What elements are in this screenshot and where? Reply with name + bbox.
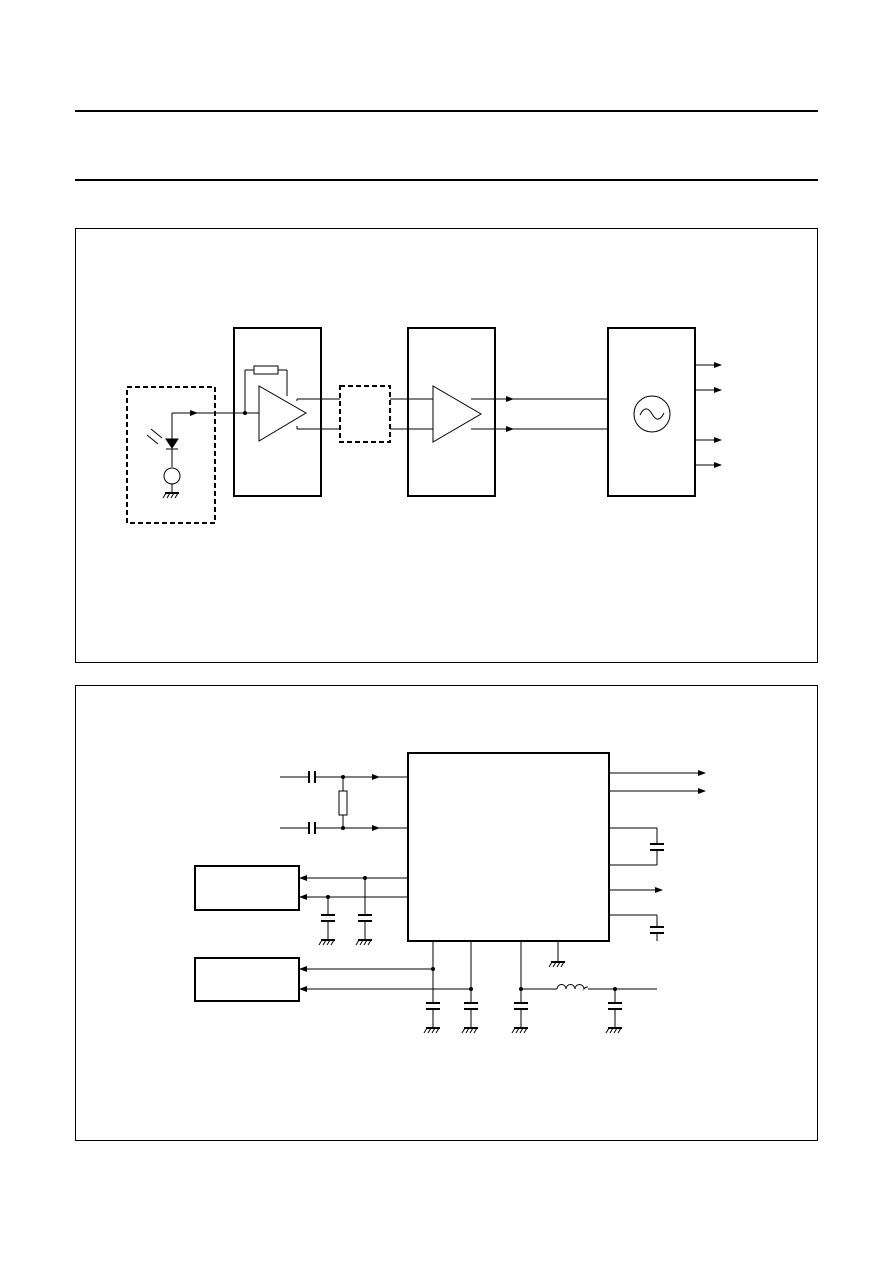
side-block-upper	[194, 865, 300, 911]
amplifier-icon	[258, 385, 307, 442]
block-diagram-svg	[126, 327, 722, 524]
ground-icon	[548, 961, 566, 968]
main-ic-block	[407, 752, 610, 942]
figure-2-application-diagram	[75, 685, 818, 1141]
decoupling-capacitor-icon	[357, 914, 373, 922]
header-rule-top	[75, 110, 818, 112]
ground-icon	[162, 492, 179, 499]
inductor-icon	[556, 984, 589, 991]
ground-icon	[318, 939, 336, 946]
figure-1-block-diagram	[75, 228, 818, 663]
amplifier-icon	[432, 385, 482, 443]
clock-data-recovery-block	[607, 327, 722, 497]
photodiode-icon	[146, 413, 181, 499]
feedback-resistor-icon	[253, 365, 279, 375]
capacitor-icon	[649, 926, 665, 934]
decoupling-capacitor-icon	[607, 1002, 623, 1010]
differential-input	[280, 771, 408, 834]
oscillator-icon	[633, 395, 671, 433]
ground-icon	[605, 1027, 623, 1034]
ground-icon	[461, 1027, 479, 1034]
decoupling-capacitor-icon	[513, 1002, 529, 1010]
filter-block	[339, 385, 391, 443]
application-diagram-svg	[194, 752, 706, 1034]
decoupling-capacitor-icon	[425, 1002, 441, 1010]
post-amplifier-block	[407, 327, 514, 497]
termination-resistor-icon	[338, 790, 348, 816]
ground-icon	[355, 939, 373, 946]
photodiode-block	[126, 386, 216, 524]
transimpedance-amplifier-block	[233, 327, 322, 497]
ground-icon	[511, 1027, 529, 1034]
decoupling-capacitor-icon	[463, 1002, 479, 1010]
side-block-lower	[194, 957, 300, 1002]
ground-icon	[423, 1027, 441, 1034]
header-rule-bottom	[75, 179, 818, 181]
decoupling-capacitor-icon	[320, 914, 336, 922]
loop-filter-capacitor-icon	[649, 843, 665, 851]
